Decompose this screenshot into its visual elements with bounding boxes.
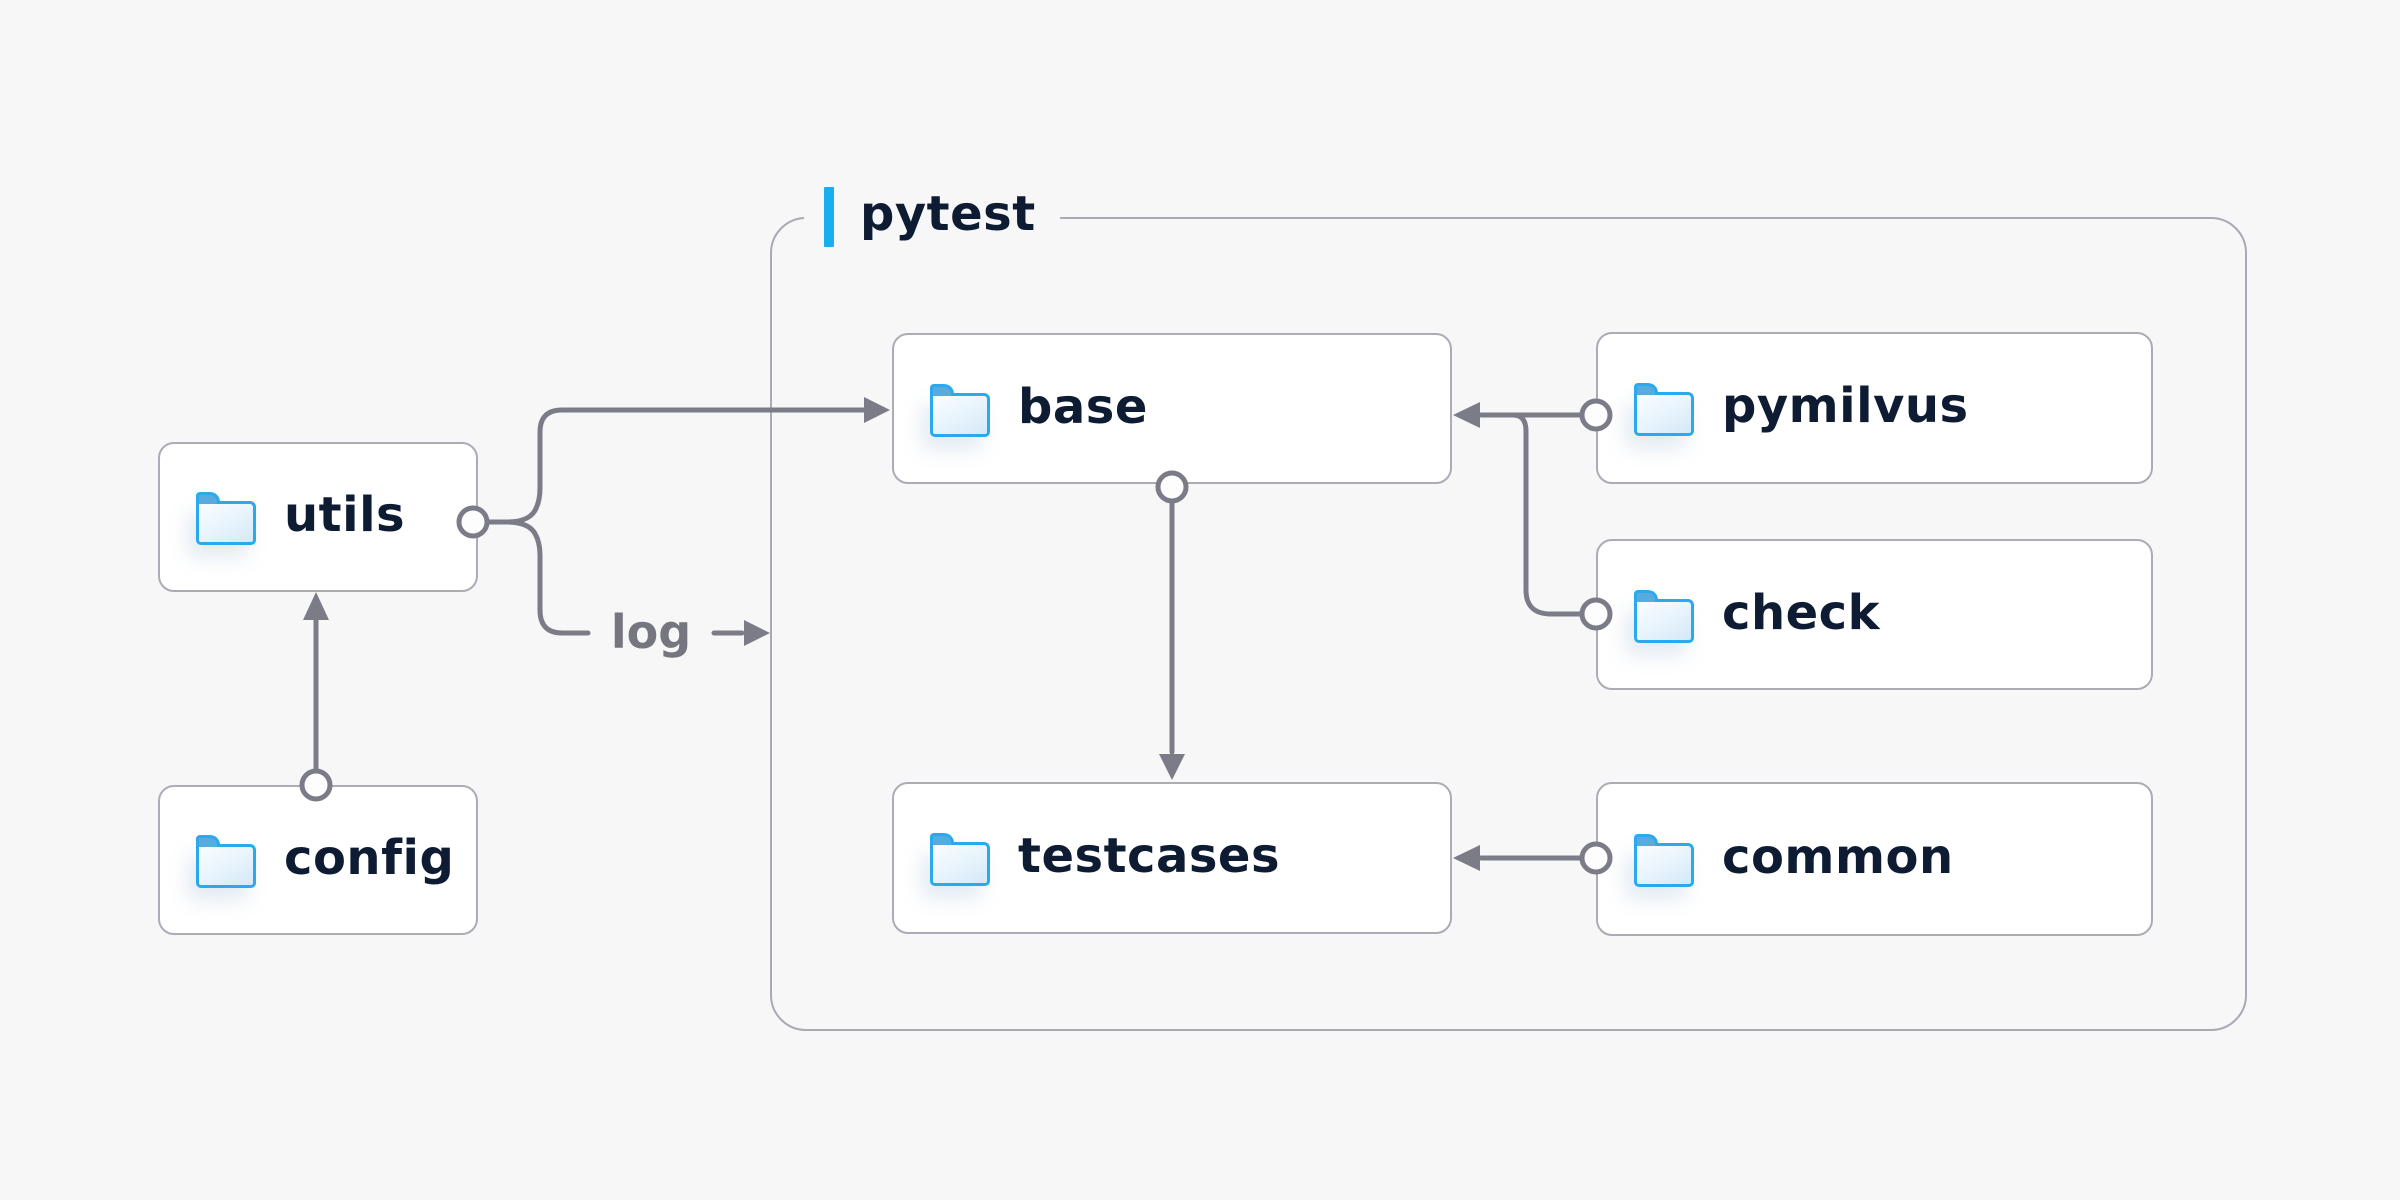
pytest-group-box bbox=[770, 217, 2247, 1031]
folder-icon bbox=[196, 492, 256, 545]
node-testcases: testcases bbox=[892, 782, 1452, 934]
pytest-group-label: pytest bbox=[804, 184, 1060, 250]
node-common: common bbox=[1596, 782, 2153, 936]
node-utils: utils bbox=[158, 442, 478, 592]
node-utils-label: utils bbox=[284, 487, 406, 543]
edge-utils-to-log-line bbox=[485, 519, 591, 636]
node-pymilvus-label: pymilvus bbox=[1722, 378, 1969, 434]
folder-icon bbox=[1634, 383, 1694, 436]
folder-icon bbox=[196, 835, 256, 888]
folder-icon bbox=[930, 383, 990, 437]
node-check: check bbox=[1596, 539, 2153, 690]
arrowhead-log bbox=[744, 620, 770, 646]
folder-icon bbox=[1634, 834, 1694, 887]
node-base: base bbox=[892, 333, 1452, 484]
node-base-label: base bbox=[1018, 378, 1148, 435]
pytest-group-title: pytest bbox=[860, 186, 1036, 242]
node-pymilvus: pymilvus bbox=[1596, 332, 2153, 484]
node-common-label: common bbox=[1722, 829, 1954, 885]
edge-label-log: log bbox=[610, 605, 692, 659]
node-config-label: config bbox=[284, 830, 455, 886]
pytest-accent-bar-icon bbox=[824, 187, 834, 247]
folder-icon bbox=[930, 833, 990, 886]
node-config: config bbox=[158, 785, 478, 935]
folder-icon bbox=[1634, 589, 1694, 643]
arrowhead-into-utils bbox=[303, 592, 329, 620]
node-check-label: check bbox=[1722, 584, 1881, 641]
node-testcases-label: testcases bbox=[1018, 828, 1281, 884]
